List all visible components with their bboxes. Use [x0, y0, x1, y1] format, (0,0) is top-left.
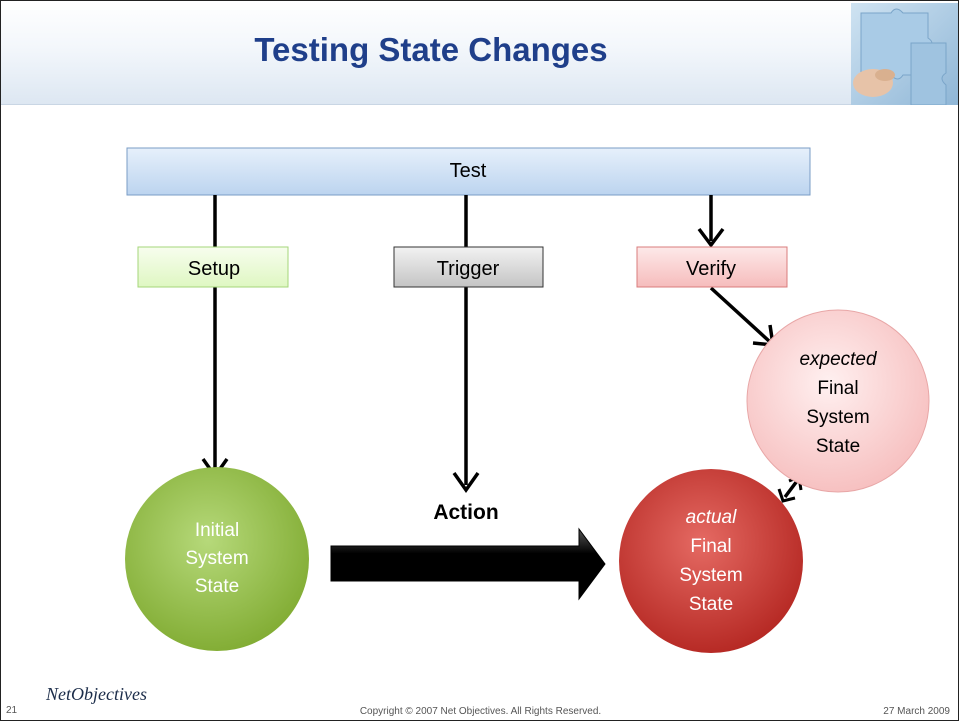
verify-box: Verify	[636, 246, 788, 288]
copyright-text: Copyright © 2007 Net Objectives. All Rig…	[359, 706, 602, 717]
page-number: 21	[6, 705, 18, 716]
test-label: Test	[450, 160, 487, 182]
actual-state-circle: actual Final System State	[619, 469, 803, 653]
actual-state-line2: Final	[690, 536, 731, 557]
expected-state-circle: expected Final System State	[746, 309, 930, 493]
setup-label: Setup	[188, 258, 240, 280]
puzzle-image	[851, 3, 958, 105]
expected-state-line1: expected	[799, 349, 878, 370]
slide-title: Testing State Changes	[254, 31, 608, 68]
connector-lines	[201, 195, 803, 503]
initial-state-line2: System	[185, 548, 248, 569]
expected-state-line4: State	[816, 436, 860, 457]
verify-label: Verify	[686, 258, 736, 280]
action-arrow	[330, 527, 606, 601]
net-objectives-logo: NetObjectives	[46, 684, 147, 704]
trigger-box: Trigger	[393, 246, 544, 288]
trigger-label: Trigger	[437, 258, 500, 280]
initial-state-line1: Initial	[195, 520, 239, 541]
actual-state-line4: State	[689, 594, 733, 615]
test-box: Test	[126, 147, 811, 196]
action-label: Action	[433, 501, 498, 524]
slide-date: 27 March 2009	[883, 706, 950, 717]
expected-state-line2: Final	[817, 378, 858, 399]
initial-state-line3: State	[195, 576, 239, 597]
actual-state-line3: System	[679, 565, 742, 586]
actual-state-line1: actual	[686, 507, 737, 528]
initial-state-circle: Initial System State	[125, 467, 309, 651]
setup-box: Setup	[137, 246, 289, 288]
expected-state-line3: System	[806, 407, 869, 428]
title-bar: Testing State Changes	[1, 1, 958, 105]
